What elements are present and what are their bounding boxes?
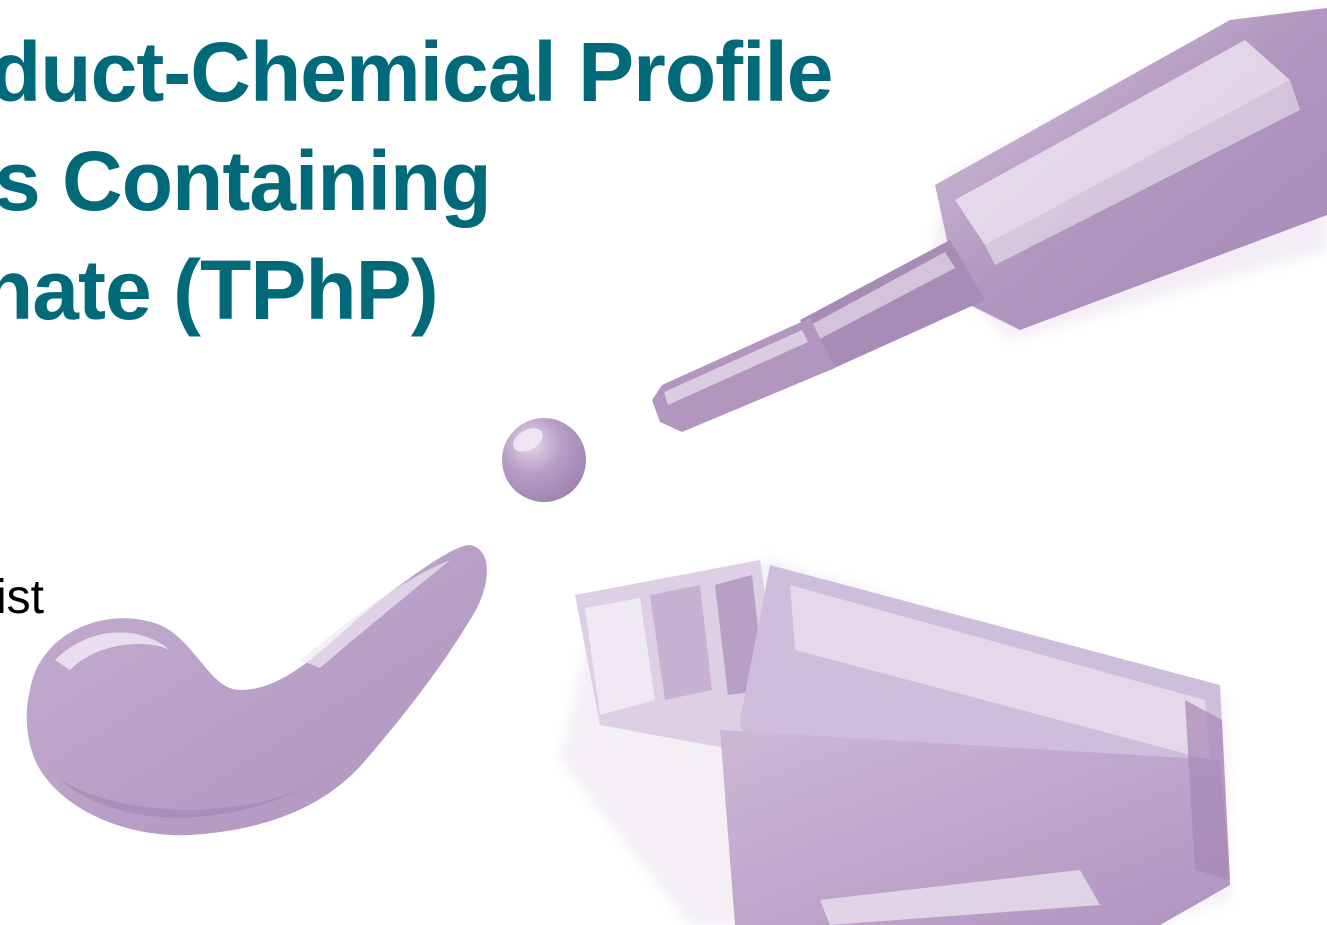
polish-spill-icon xyxy=(26,545,487,836)
title-line-1: duct-Chemical Profile xyxy=(0,25,834,119)
nail-polish-bottle-icon xyxy=(560,560,1230,925)
polish-drop-icon xyxy=(502,418,586,502)
title-line-2: s Containing xyxy=(0,134,492,228)
title-line-3: hate (TPhP) xyxy=(0,243,439,337)
nail-polish-brush-icon xyxy=(652,8,1327,432)
slide-subtitle: ist xyxy=(0,571,44,624)
slide-title: duct-Chemical Profile s Containing hate … xyxy=(0,18,834,345)
